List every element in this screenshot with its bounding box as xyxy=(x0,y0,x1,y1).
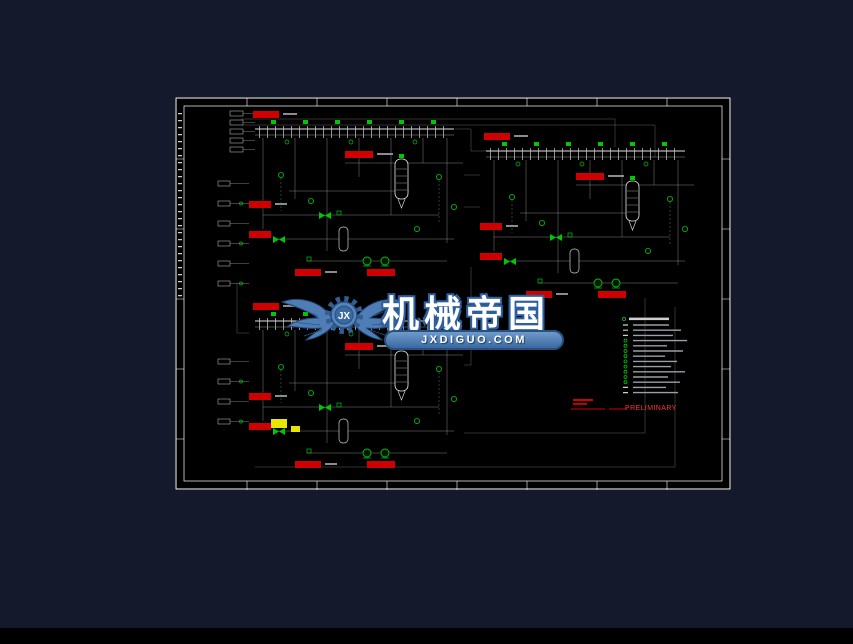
watermark-gear-label: JX xyxy=(338,311,351,322)
tag-stack-top-left xyxy=(229,110,255,153)
watermark-title: 机械帝国 xyxy=(382,294,550,335)
wings-logo-icon: JX xyxy=(280,296,408,341)
legend-dash-markers xyxy=(623,324,628,394)
process-unit-top-left xyxy=(249,111,463,276)
interconnect-piping xyxy=(236,118,676,468)
preliminary-stamp: PRELIMINARY xyxy=(625,405,677,412)
gear-icon: JX xyxy=(325,296,363,334)
side-tag-column-lower xyxy=(217,358,249,425)
watermark-site-band: JXDIGUO.COM xyxy=(384,330,564,350)
bottom-black-bar xyxy=(0,628,853,644)
pid-drawing-svg: PRELIMINARY xyxy=(175,97,731,490)
border-tick-marks xyxy=(176,98,730,490)
legend-row-text-bars xyxy=(633,324,687,394)
legend xyxy=(621,316,687,394)
signature-marks xyxy=(571,399,627,410)
side-tag-column-upper xyxy=(217,180,249,287)
legend-title-bar xyxy=(629,317,669,321)
drawing-sheet: PRELIMINARY xyxy=(175,97,731,490)
watermark: JX 机械帝国 JXDIGUO.COM xyxy=(280,288,580,358)
legend-green-markers xyxy=(623,338,628,385)
yellow-highlight-shapes xyxy=(271,419,300,432)
sheet-inner-border xyxy=(183,105,723,482)
process-unit-top-right xyxy=(480,133,694,298)
sheet-outer-border xyxy=(175,97,731,490)
